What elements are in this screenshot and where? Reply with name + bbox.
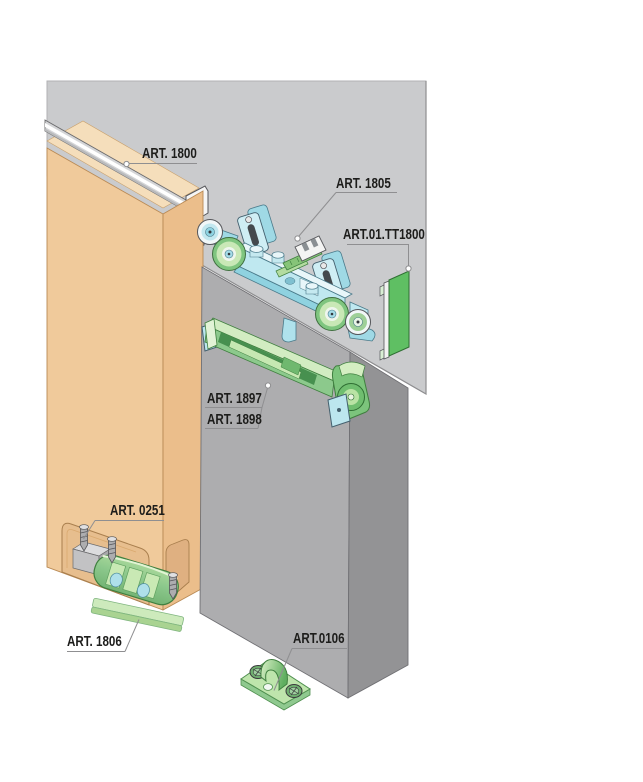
bottom-guide bbox=[90, 536, 185, 632]
wall-edge bbox=[201, 81, 427, 396]
leader-lines bbox=[67, 160, 412, 691]
label-art-01-tt1800: ART.01.TT1800 bbox=[343, 227, 425, 243]
adjustment-nut bbox=[249, 245, 319, 295]
floor-guide-plate bbox=[240, 659, 311, 711]
soft-close-device bbox=[201, 317, 371, 428]
plate-hole bbox=[263, 683, 273, 691]
roller-wheel bbox=[197, 219, 246, 271]
roller-wheel bbox=[315, 297, 371, 335]
tan-door bbox=[46, 147, 204, 611]
release-clip bbox=[294, 235, 327, 262]
label-art-1806: ART. 1806 bbox=[67, 634, 122, 650]
label-art-1898: ART. 1898 bbox=[207, 412, 262, 428]
label-art-1805: ART. 1805 bbox=[336, 176, 391, 192]
screw bbox=[107, 536, 117, 564]
roller-carriage bbox=[197, 204, 376, 343]
label-art-1897: ART. 1897 bbox=[207, 391, 262, 407]
label-art-0251: ART. 0251 bbox=[110, 503, 165, 519]
guide-saddle bbox=[260, 659, 288, 692]
guide-roller bbox=[109, 572, 123, 588]
guide-roller bbox=[136, 583, 150, 598]
gray-door-side-face bbox=[347, 351, 409, 699]
screw bbox=[168, 572, 178, 600]
label-art-1800: ART. 1800 bbox=[142, 146, 197, 162]
track-end-cap bbox=[379, 270, 410, 361]
label-art-0106: ART.0106 bbox=[293, 631, 345, 647]
